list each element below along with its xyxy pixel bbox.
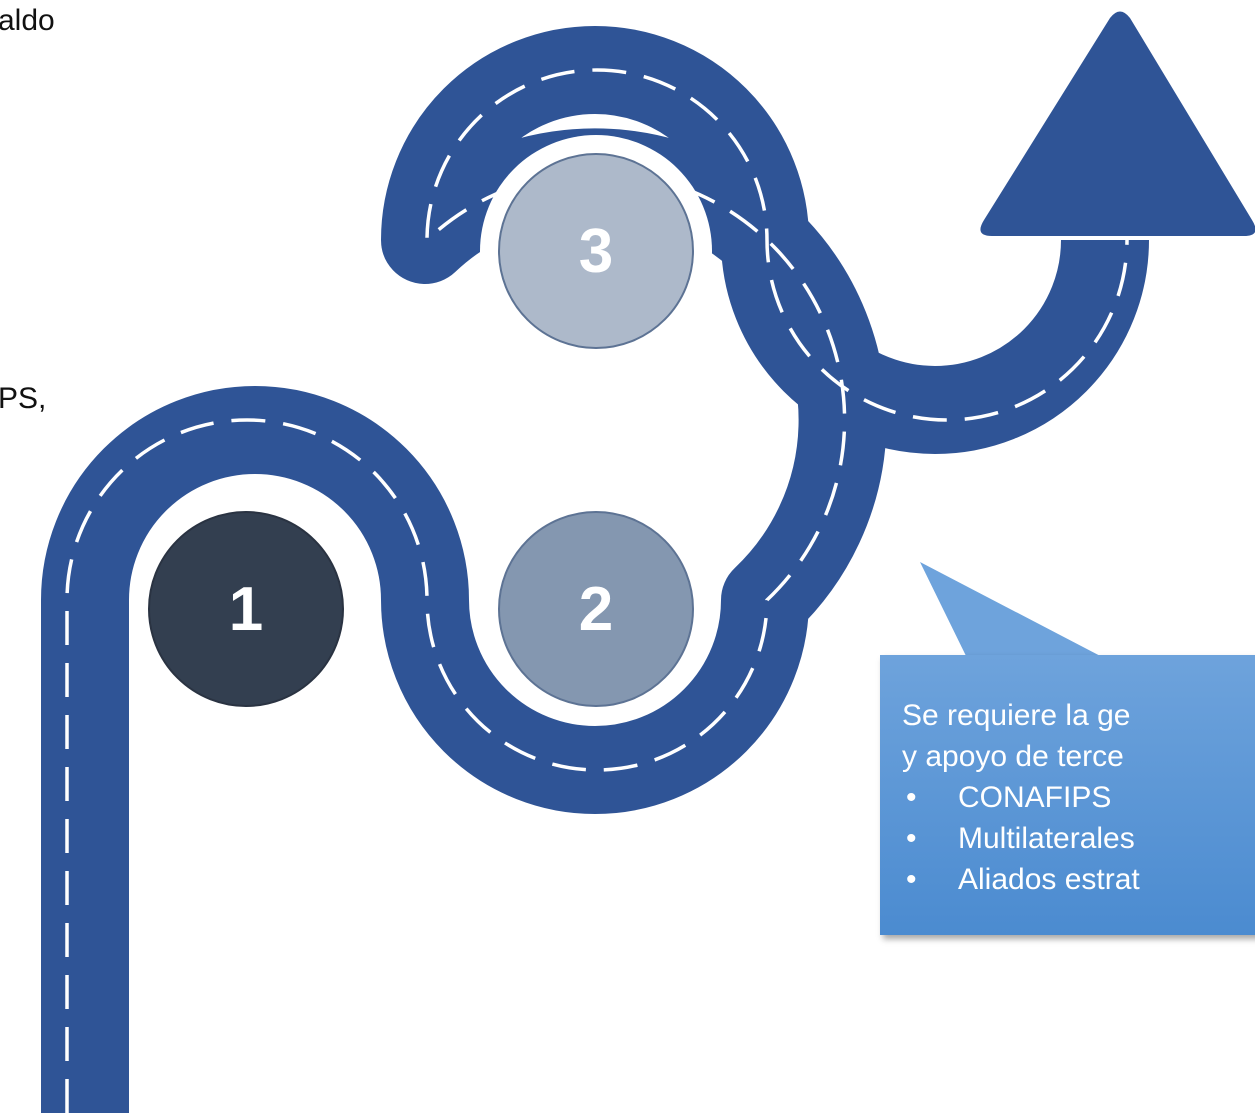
- milestone-2-number: 2: [578, 574, 614, 644]
- callout-list: CONAFIPS Multilaterales Aliados estrat: [902, 777, 1255, 900]
- road-center-line: [65, 68, 1129, 1113]
- milestone-1: 1: [148, 511, 344, 707]
- callout-line-2: y apoyo de terce: [902, 740, 1124, 773]
- callout-item-conafips: CONAFIPS: [902, 777, 1255, 818]
- callout-item-aliados: Aliados estrat: [902, 859, 1255, 900]
- callout-pointer: [920, 562, 1108, 660]
- milestone-1-number: 1: [228, 574, 264, 644]
- milestone-2: 2: [498, 511, 694, 707]
- callout-item-multilaterales: Multilaterales: [902, 818, 1255, 859]
- cropped-text-top: aldo: [0, 4, 55, 37]
- milestone-3: 3: [498, 153, 694, 349]
- callout-box: Se requiere la ge y apoyo de terce CONAF…: [880, 655, 1255, 935]
- milestone-3-number: 3: [578, 216, 614, 286]
- cropped-text-middle: PS,: [0, 382, 47, 415]
- road-arrow-head: [980, 11, 1255, 236]
- callout-line-1: Se requiere la ge: [902, 699, 1131, 732]
